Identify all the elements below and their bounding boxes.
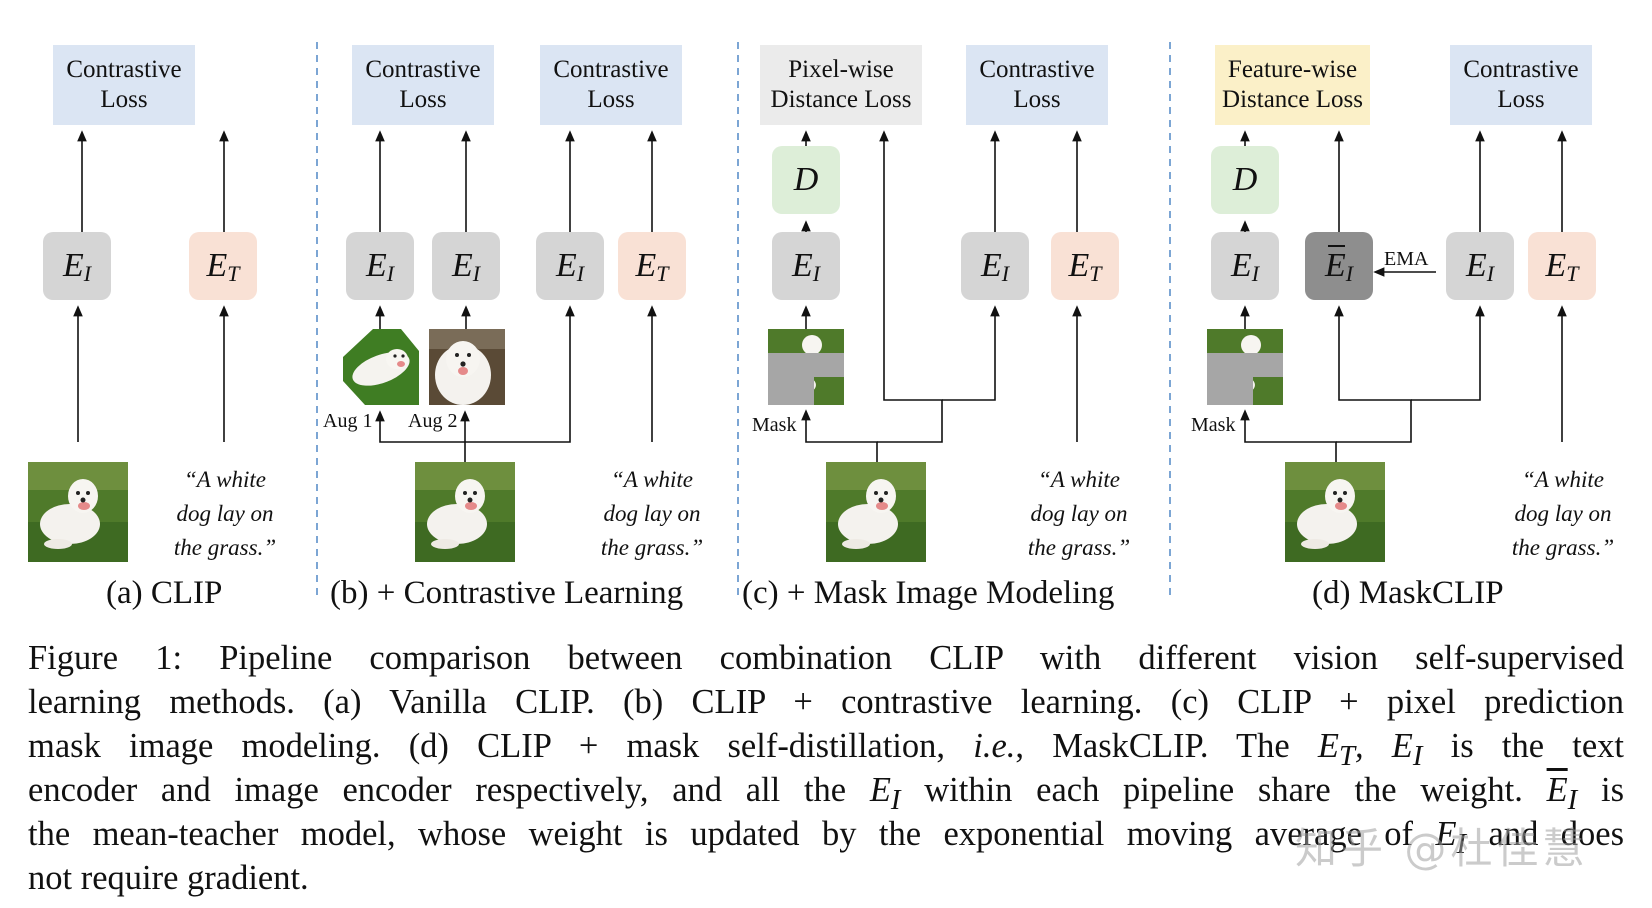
masked-image-c [768,329,844,405]
decoder-d: D [1211,146,1279,214]
augmented-image-1 [343,329,419,405]
caption-line-1: Figure 1: Pipeline comparison between co… [28,639,1624,677]
mask-label-c: Mask [752,414,797,436]
subfigure-label-a: (a) CLIP [106,575,223,611]
caption-line-3: mask image modeling. (d) CLIP + mask sel… [28,727,1624,772]
augmented-image-2 [429,329,505,405]
caption-line-2: learning methods. (a) Vanilla CLIP. (b) … [28,683,1624,721]
caption-line-6: not require gradient. [28,859,309,897]
dog-photo-c [826,462,926,562]
dog-photo-a [28,462,128,562]
caption-line-5: the mean-teacher model, whose weight is … [28,815,1624,860]
dog-photo-d [1285,462,1385,562]
masked-image-d [1207,329,1283,405]
figure-caption: Figure 1: Pipeline comparison between co… [28,636,1624,900]
subfigure-label-d: (d) MaskCLIP [1312,575,1504,611]
aug1-label: Aug 1 [323,410,373,432]
caption-line-4: encoder and image encoder respectively, … [28,771,1624,816]
pipeline-connectors [73,42,1567,600]
subfigure-label-c: (c) + Mask Image Modeling [742,575,1115,611]
decoder-c: D [772,146,840,214]
ema-label: EMA [1384,248,1429,270]
dog-photo-b [415,462,515,562]
subfigure-label-b: (b) + Contrastive Learning [330,575,684,611]
watermark: 知乎 @杜佳慧 [1295,824,1589,873]
mask-label-d: Mask [1191,414,1236,436]
aug2-label: Aug 2 [408,410,458,432]
